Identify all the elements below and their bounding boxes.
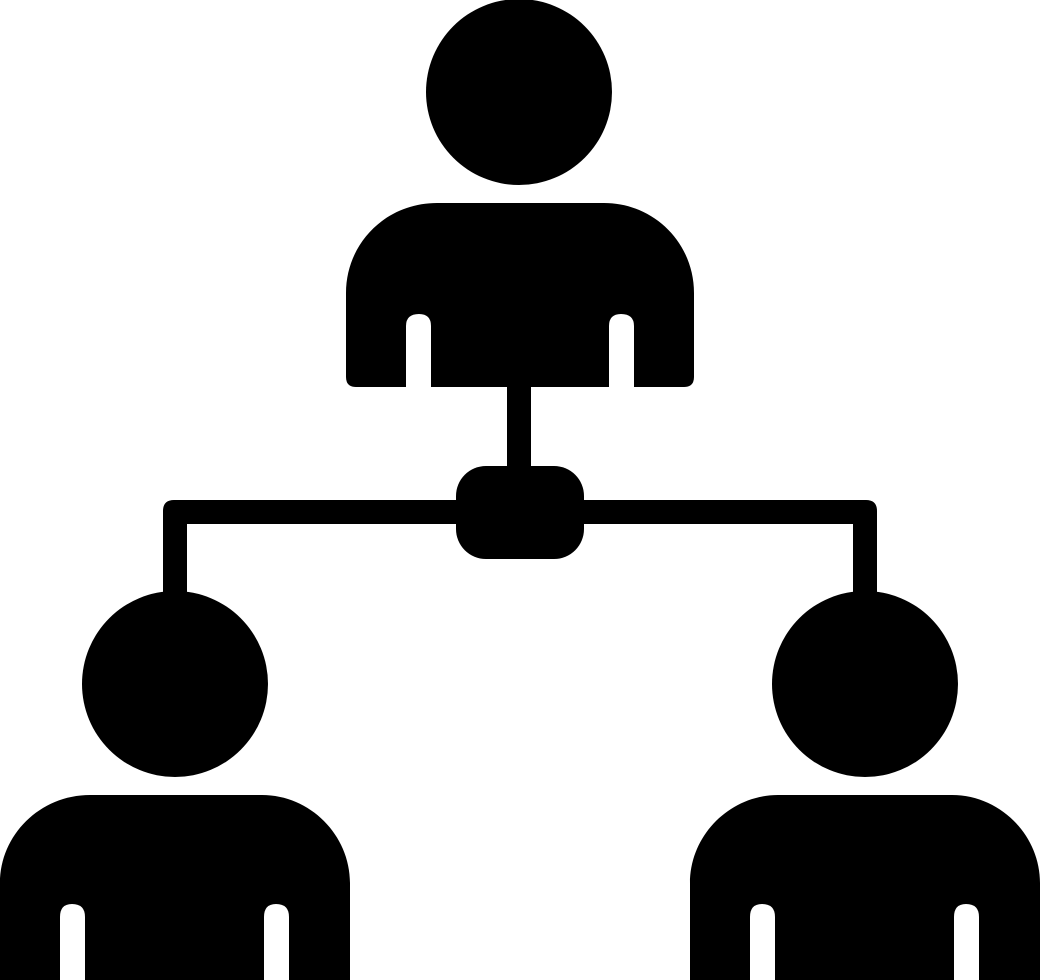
connector-lines	[163, 387, 877, 595]
top-person-icon	[346, 0, 694, 387]
top-person-head	[426, 0, 612, 185]
left-person-icon	[0, 591, 350, 980]
left-branch	[163, 500, 470, 595]
right-person-body	[690, 795, 1040, 980]
left-person-head	[82, 591, 268, 777]
right-person-head	[772, 591, 958, 777]
top-person-body	[346, 203, 694, 387]
left-person-body	[0, 795, 350, 980]
junction-node-icon	[456, 466, 584, 559]
right-branch	[570, 500, 877, 595]
vertical-stem	[507, 387, 531, 477]
right-person-icon	[690, 591, 1040, 980]
